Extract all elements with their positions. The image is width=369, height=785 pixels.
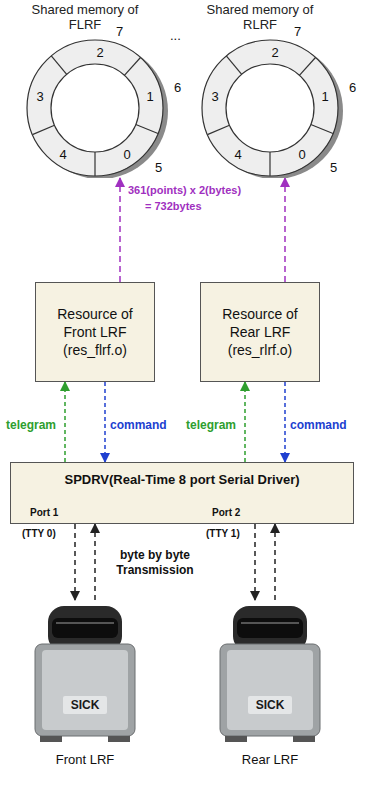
- dashed-connector: [244, 382, 246, 462]
- tty-label: (TTY 0): [22, 527, 56, 540]
- edge-label: telegram: [6, 418, 56, 433]
- ring-dividers: [32, 56, 158, 176]
- box-text: Resource of Front LRF(res_flrf.o): [47, 305, 143, 359]
- sensor-foot: [40, 736, 62, 742]
- size-note: 361(points) x 2(bytes): [128, 183, 241, 197]
- ring-dividers: [32, 125, 54, 134]
- node-text: Resource of Front LRF: [47, 305, 143, 341]
- edge-label: command: [290, 418, 347, 433]
- sensor-front: [227, 650, 313, 730]
- dashed-connector: [274, 524, 276, 600]
- slot-number: 3: [36, 89, 43, 104]
- ring-dividers: [269, 152, 270, 176]
- ring-inner: [51, 64, 139, 152]
- driver-box: SPDRV(Real-Time 8 port Serial Driver): [10, 462, 354, 524]
- laser-range-finder: [205, 600, 335, 778]
- brand-logo: SICK: [256, 698, 285, 713]
- dashed-connector: [284, 178, 286, 282]
- slot-number: 1: [146, 89, 153, 104]
- ring-dividers: [94, 152, 95, 176]
- port-label: Port 1: [30, 506, 58, 519]
- slot-number: 2: [96, 45, 103, 60]
- dashed-connector: [254, 524, 256, 600]
- slot-number: 6: [349, 80, 356, 95]
- node-text: SPDRV(Real-Time 8 port Serial Driver): [11, 472, 353, 487]
- node-text: Front LRF: [20, 752, 150, 767]
- dashed-connector: [104, 382, 106, 462]
- node-text: Resource of Rear LRF: [212, 305, 308, 341]
- ring-inner: [226, 64, 314, 152]
- logo-patch: [248, 696, 292, 714]
- ring-dividers: [299, 58, 315, 76]
- ellipsis: ...: [170, 28, 181, 43]
- ring-dividers: [136, 125, 158, 134]
- sensor-node: Rear LRF: [205, 600, 335, 778]
- slot-number: 0: [123, 147, 130, 162]
- size-note: = 732bytes: [145, 199, 202, 213]
- slot-number: 7: [116, 24, 123, 39]
- sensor-front: [42, 650, 128, 730]
- ring-outer: [27, 40, 163, 176]
- laser-range-finder: [20, 600, 150, 778]
- slot-number: 0: [298, 147, 305, 162]
- slot-number: 3: [211, 89, 218, 104]
- sensor-body: [35, 644, 135, 736]
- transmission-note: byte by byte Transmission: [110, 548, 200, 578]
- logo-patch: [63, 696, 107, 714]
- ring-dividers: [226, 56, 241, 74]
- sensor-foot: [108, 736, 130, 742]
- dashed-connector: [74, 524, 76, 600]
- port-label: Port 2: [212, 506, 240, 519]
- ring-dividers: [311, 125, 333, 134]
- sensor-foot: [293, 736, 315, 742]
- slot-number: 5: [330, 160, 337, 175]
- sensor-foot: [225, 736, 247, 742]
- brand-logo: SICK: [71, 698, 100, 713]
- slot-number: 4: [234, 147, 241, 162]
- slot-number: 7: [294, 24, 301, 39]
- dashed-connector: [64, 382, 66, 462]
- sensor-window: [237, 618, 303, 638]
- resource-box: Resource of Rear LRF(res_rlrf.o): [200, 282, 320, 382]
- slot-number: 6: [174, 80, 181, 95]
- tty-label: (TTY 1): [206, 527, 240, 540]
- node-subtext: (res_flrf.o): [47, 341, 143, 359]
- node-subtext: (res_rlrf.o): [212, 341, 308, 359]
- ring-dividers: [207, 125, 229, 134]
- node-text: Rear LRF: [205, 752, 335, 767]
- sensor-window: [52, 618, 118, 638]
- node-text: Shared memory of RLRF: [200, 2, 320, 32]
- dashed-connector: [94, 524, 96, 600]
- slot-number: 4: [59, 147, 66, 162]
- ring-dividers: [207, 56, 333, 176]
- dashed-connector: [119, 178, 121, 282]
- resource-box: Resource of Front LRF(res_flrf.o): [35, 282, 155, 382]
- sensor-body: [220, 644, 320, 736]
- window-sheen: [56, 622, 114, 624]
- box-text: Resource of Rear LRF(res_rlrf.o): [212, 305, 308, 359]
- slot-number: 5: [155, 160, 162, 175]
- ring-dividers: [51, 56, 66, 74]
- ring-outer: [202, 40, 338, 176]
- node-text: Shared memory of FLRF: [25, 2, 145, 32]
- dashed-connector: [284, 382, 286, 462]
- sensor-node: Front LRF: [20, 600, 150, 778]
- window-sheen: [241, 622, 299, 624]
- edge-label: telegram: [186, 418, 236, 433]
- slot-number: 1: [321, 89, 328, 104]
- slot-number: 2: [271, 45, 278, 60]
- edge-label: command: [110, 418, 167, 433]
- ring-dividers: [124, 58, 140, 76]
